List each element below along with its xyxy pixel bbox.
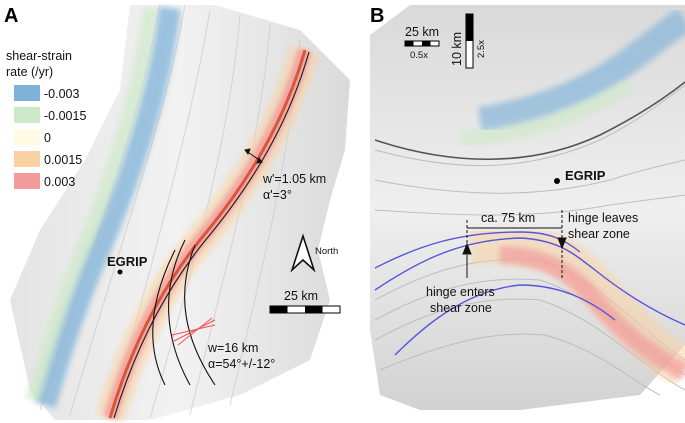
panel-letter-b: B bbox=[370, 5, 384, 27]
legend-label: 0.0015 bbox=[44, 153, 82, 167]
hinge-enters-line1: hinge enters bbox=[426, 285, 495, 299]
negative-shear-zone-b bbox=[477, 8, 685, 133]
annotation-upper-line1: w'=1.05 km bbox=[262, 172, 326, 186]
legend-swatch bbox=[14, 151, 40, 167]
legend-swatch bbox=[14, 173, 40, 189]
legend-title-line2: rate (/yr) bbox=[6, 65, 53, 79]
hinge-enters-line2: shear zone bbox=[430, 301, 492, 315]
hinge-leaves-line2: shear zone bbox=[568, 227, 630, 241]
flow-lines bbox=[152, 239, 216, 386]
scale-v-factor: 2.5x bbox=[476, 40, 487, 58]
legend-label: -0.0015 bbox=[44, 109, 86, 123]
egrip-label-a: EGRIP bbox=[107, 254, 148, 269]
radar-swath-a bbox=[10, 5, 350, 420]
legend-swatch bbox=[14, 129, 40, 145]
scale-h-factor: 0.5x bbox=[410, 50, 428, 61]
annotation-lower-line2: α=54°+/-12° bbox=[208, 357, 275, 371]
legend-label: -0.003 bbox=[44, 87, 79, 101]
panel-b: B 25 km 0.5x 10 km 2.5x EGRIP ca. 75 km … bbox=[370, 5, 685, 410]
panel-a: A shear-strain rate (/yr) -0.003 -0.0015 0… bbox=[4, 4, 350, 423]
north-arrow-icon bbox=[290, 233, 316, 273]
legend-swatch bbox=[14, 85, 40, 101]
scale-bar-a bbox=[269, 305, 341, 314]
egrip-label-b: EGRIP bbox=[565, 168, 606, 183]
hinge-markers bbox=[462, 210, 567, 280]
north-label: North bbox=[315, 246, 338, 257]
angle-marker-lower bbox=[171, 317, 216, 346]
hinge-leaves-line1: hinge leaves bbox=[568, 211, 638, 225]
legend-title-line1: shear-strain bbox=[6, 49, 72, 63]
panel-letter-a: A bbox=[4, 5, 18, 27]
scale-bar-b-vertical bbox=[465, 13, 474, 69]
annotation-upper-line2: α'=3° bbox=[263, 188, 292, 202]
egrip-marker-b bbox=[554, 178, 560, 184]
egrip-marker-a bbox=[117, 269, 123, 275]
width-marker-upper bbox=[244, 148, 263, 164]
scale-bar-b-horizontal bbox=[404, 40, 440, 47]
scale-v-label: 10 km bbox=[450, 32, 464, 66]
negative-shear-band bbox=[34, 6, 181, 409]
legend-label: 0 bbox=[44, 131, 51, 145]
legend-swatch bbox=[14, 107, 40, 123]
annotation-lower-line1: w=16 km bbox=[207, 341, 258, 355]
legend-label: 0.003 bbox=[44, 175, 75, 189]
distance-label: ca. 75 km bbox=[481, 211, 535, 225]
scale-h-label: 25 km bbox=[405, 25, 439, 39]
legend: shear-strain rate (/yr) -0.003 -0.0015 0 0.… bbox=[6, 49, 86, 189]
scale-label-a: 25 km bbox=[284, 289, 318, 303]
